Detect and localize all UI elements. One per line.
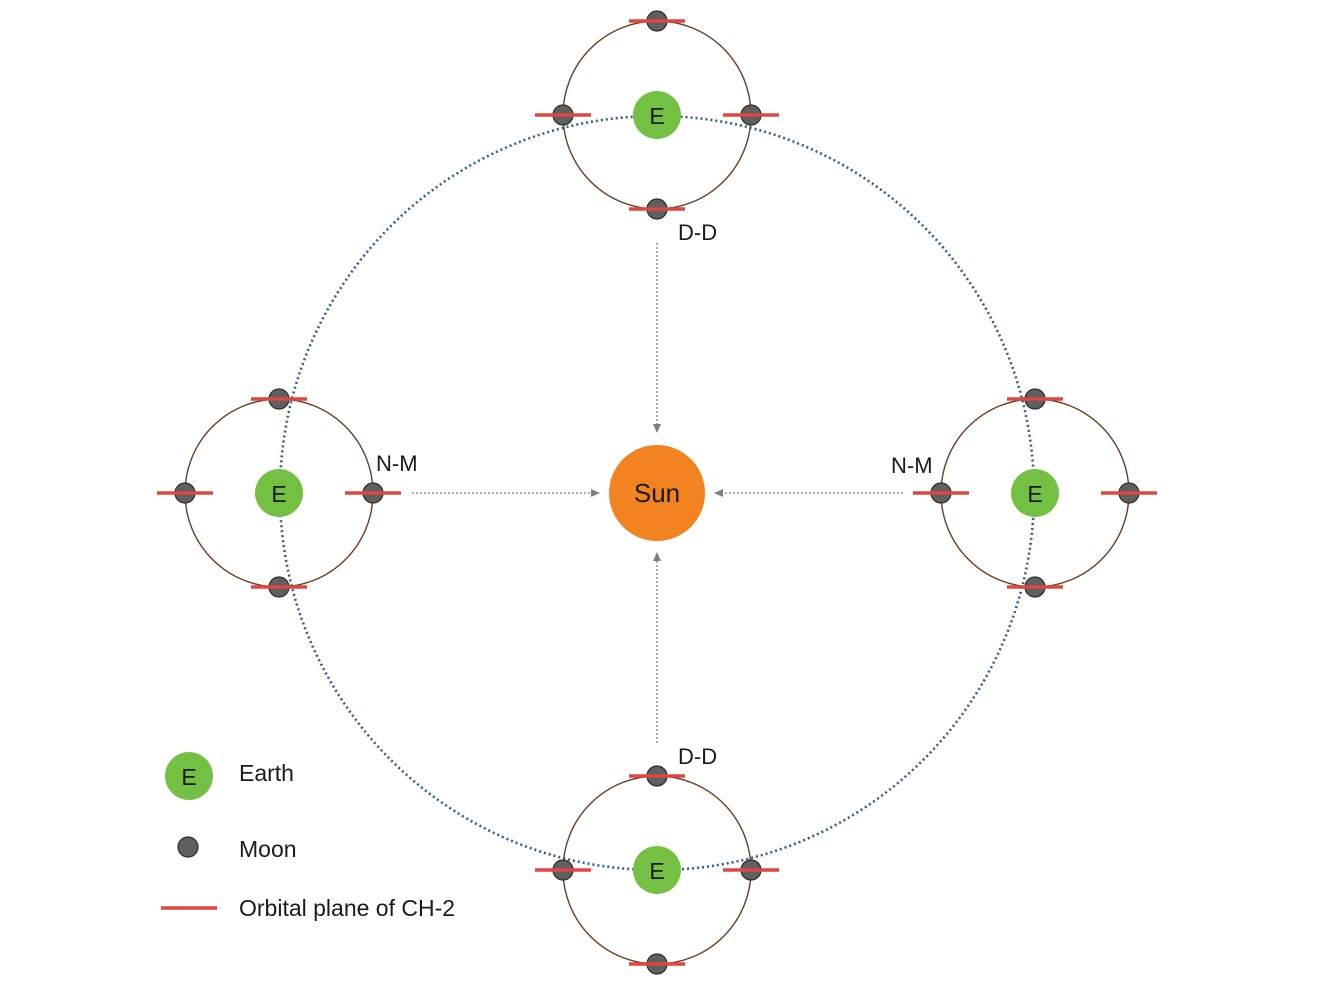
- moon-icon: [177, 836, 199, 858]
- earth-marker: E: [649, 103, 664, 129]
- legend-moon-label: Moon: [239, 836, 297, 862]
- legend-earth: E Earth: [165, 752, 294, 800]
- earth-moon-system-left: E: [157, 388, 401, 598]
- earth-moon-systems: E E E E: [157, 10, 1157, 975]
- legend: E Earth Moon Orbital plane of CH-2: [161, 752, 455, 921]
- earth-marker: E: [1027, 481, 1042, 507]
- earth-marker: E: [271, 481, 286, 507]
- earth-icon: [1011, 469, 1059, 517]
- legend-earth-label: Earth: [239, 760, 294, 786]
- sun-icon: [609, 445, 705, 541]
- position-label-bottom: D-D: [678, 744, 717, 769]
- legend-orbital-plane: Orbital plane of CH-2: [161, 895, 455, 921]
- legend-moon: Moon: [177, 836, 297, 862]
- earth-moon-system-bottom: E: [535, 765, 779, 975]
- earth-icon: [633, 846, 681, 894]
- position-label-top: D-D: [678, 220, 717, 245]
- earth-icon: [165, 752, 213, 800]
- earth-marker: E: [649, 858, 664, 884]
- legend-orbital-plane-label: Orbital plane of CH-2: [239, 895, 455, 921]
- earth-moon-system-right: E: [913, 388, 1157, 598]
- earth-moon-system-top: E: [535, 10, 779, 220]
- sun: Sun: [609, 445, 705, 541]
- earth-icon: [633, 91, 681, 139]
- position-label-right: N-M: [891, 453, 933, 478]
- position-label-left: N-M: [376, 451, 418, 476]
- sun-label: Sun: [634, 478, 680, 508]
- earth-icon: [255, 469, 303, 517]
- legend-earth-marker: E: [181, 764, 196, 790]
